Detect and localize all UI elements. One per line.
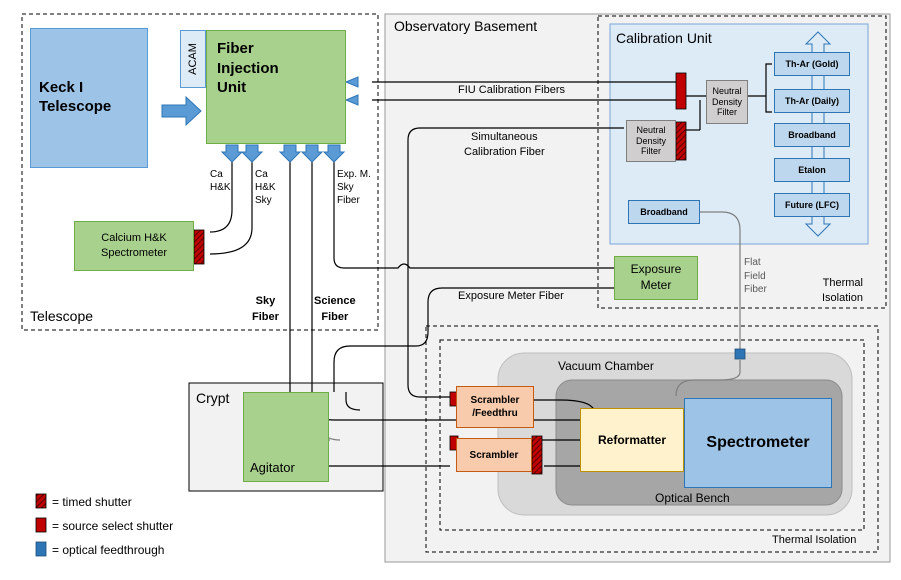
fiu-label: Fiber Injection Unit <box>217 40 279 96</box>
broadband-box: Broadband <box>774 123 850 147</box>
thermal-isolation-upper-label: Thermal Isolation <box>822 277 863 304</box>
neutral-density-filter-mid: Neutral Density Filter <box>626 120 676 162</box>
exposure-meter-fiber-label: Exposure Meter Fiber <box>458 290 564 302</box>
reformatter-box: Reformatter <box>580 408 684 472</box>
acam-box: ACAM <box>180 30 206 88</box>
scrambler-feedthru-box: Scrambler /Feedthru <box>456 386 534 428</box>
future-lfc-box: Future (LFC) <box>774 193 850 217</box>
crypt-label: Crypt <box>196 390 230 406</box>
observatory-basement-label: Observatory Basement <box>394 18 538 34</box>
flat-field-fiber-label: Flat Field Fiber <box>744 257 767 295</box>
spectrometer-box: Spectrometer <box>684 398 832 488</box>
calcium-hk-spectrometer-box: Calcium H&K Spectrometer <box>74 221 194 271</box>
thar-daily-box: Th-Ar (Daily) <box>774 89 850 113</box>
keck-telescope-box: Keck I Telescope <box>30 28 148 168</box>
thar-gold-box: Th-Ar (Gold) <box>774 52 850 76</box>
acam-label: ACAM <box>187 43 199 75</box>
thermal-isolation-upper <box>597 15 887 309</box>
agitator-box: Agitator <box>243 392 329 482</box>
scrambler-box: Scrambler <box>456 438 532 472</box>
broadband-small-box: Broadband <box>628 200 700 224</box>
etalon-box: Etalon <box>774 158 850 182</box>
source-select-shutter-fiu <box>675 72 687 110</box>
exp-m-sky-fiber-label: Exp. M. Sky Fiber <box>337 169 371 206</box>
fiu-calibration-fibers-label: FIU Calibration Fibers <box>458 84 565 96</box>
vacuum-chamber-label: Vacuum Chamber <box>558 359 654 373</box>
legend-source-select-shutter: = source select shutter <box>52 519 174 533</box>
legend-timed-shutter: = timed shutter <box>52 495 132 509</box>
thermal-isolation-lower-label: Thermal Isolation <box>772 534 857 546</box>
neutral-density-filter-top: Neutral Density Filter <box>706 80 748 124</box>
telescope-region-label: Telescope <box>30 308 94 324</box>
agitator-label: Agitator <box>250 460 295 475</box>
optical-bench-label: Optical Bench <box>655 491 730 505</box>
timed-shutter-ndf <box>675 121 687 161</box>
science-fiber-label: Science Fiber <box>314 295 356 323</box>
telescope-region <box>21 13 379 331</box>
thermal-isolation-lower <box>425 325 879 553</box>
ca-hk-sky-label: Ca H&K Sky <box>255 169 276 206</box>
optical-feedthrough <box>734 348 746 360</box>
exposure-meter-box: Exposure Meter <box>614 256 698 300</box>
sky-fiber-label: Sky Fiber <box>252 295 279 323</box>
timed-shutter-calcium <box>193 229 205 265</box>
fiber-injection-unit-box: Fiber Injection Unit <box>206 30 346 144</box>
calibration-unit-label: Calibration Unit <box>616 30 712 46</box>
ca-hk-label: Ca H&K <box>210 169 231 193</box>
simultaneous-calibration-fiber-label: Simultaneous Calibration Fiber <box>464 131 545 158</box>
legend-optical-feedthrough: = optical feedthrough <box>52 543 165 557</box>
